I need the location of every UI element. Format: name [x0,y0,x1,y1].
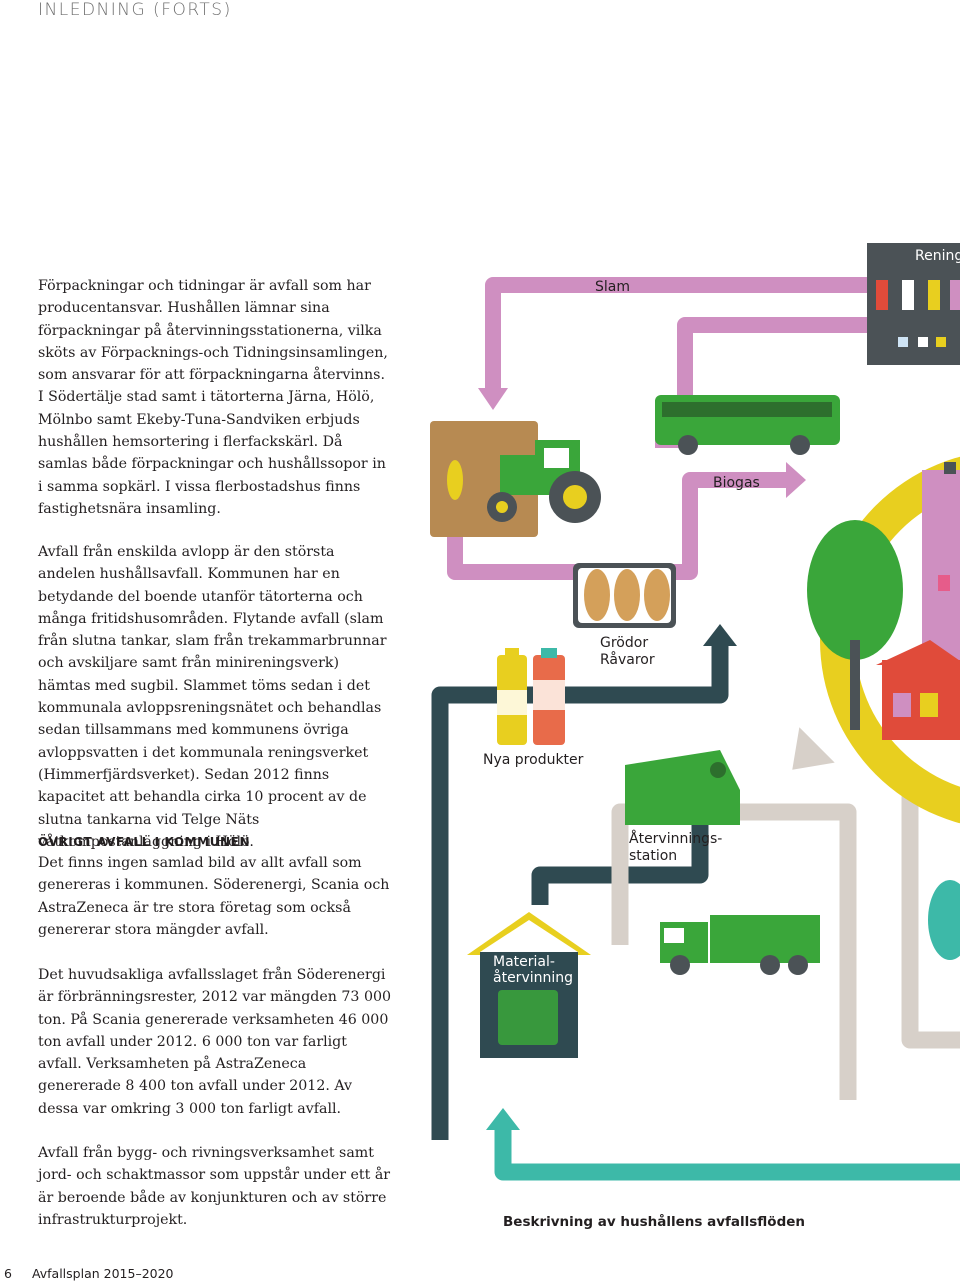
section-header: INLEDNING (FORTS) [38,0,232,20]
label-slam: Slam [595,279,630,295]
biogas-arrow [447,472,790,580]
label-atervinningsstation-2: station [629,848,677,864]
treatment-plant-icon [867,243,960,365]
products-icon [497,648,565,745]
label-material-2: återvinning [493,969,573,986]
label-material-1: Material- [493,954,555,970]
material-recycling-icon [467,912,591,1058]
paragraph-other-waste: Det finns ingen samlad bild av allt avfa… [38,855,390,938]
teal-flow-arrow [494,1125,960,1181]
recycling-station-icon [625,750,740,825]
biogas-arrowhead [786,462,806,498]
label-rening: Rening [915,248,960,264]
grey-arrowhead [792,727,835,770]
garbage-truck-icon [660,915,820,975]
bus-icon [655,395,840,455]
diagram-caption: Beskrivning av hushållens avfallsflöden [503,1213,805,1230]
label-ravaror: Råvaror [600,651,655,668]
product-flow-arrow [431,640,729,1140]
product-flow-arrowhead [703,624,737,646]
paragraph-sewage: Avfall från enskilda avlopp är den störs… [38,544,387,850]
crops-icon [573,563,676,628]
label-biogas: Biogas [713,475,760,491]
car-icon [928,880,960,960]
tree-icon [807,520,903,660]
slam-arrow [485,277,870,395]
label-atervinningsstation-1: Återvinnings- [629,830,722,847]
page-number: 6 [4,1266,12,1281]
paragraph-packaging: Förpackningar och tidningar är avfall so… [38,278,388,517]
label-nya-produkter: Nya produkter [483,752,584,768]
label-grodor: Grödor [600,635,648,651]
paragraph-companies: Det huvudsakliga avfallsslaget från Söde… [38,967,392,1117]
slam-arrowhead [478,388,508,410]
page-footer: 6 Avfallsplan 2015–2020 [4,1266,174,1281]
paragraph-construction: Avfall från bygg- och rivningsverksamhet… [38,1145,391,1228]
section-heading: ÖVRIGT AVFALL I KOMMUNEN [38,835,251,849]
document-title: Avfallsplan 2015–2020 [31,1266,174,1281]
teal-arrowhead [486,1108,520,1130]
tractor-field-icon [430,421,601,537]
